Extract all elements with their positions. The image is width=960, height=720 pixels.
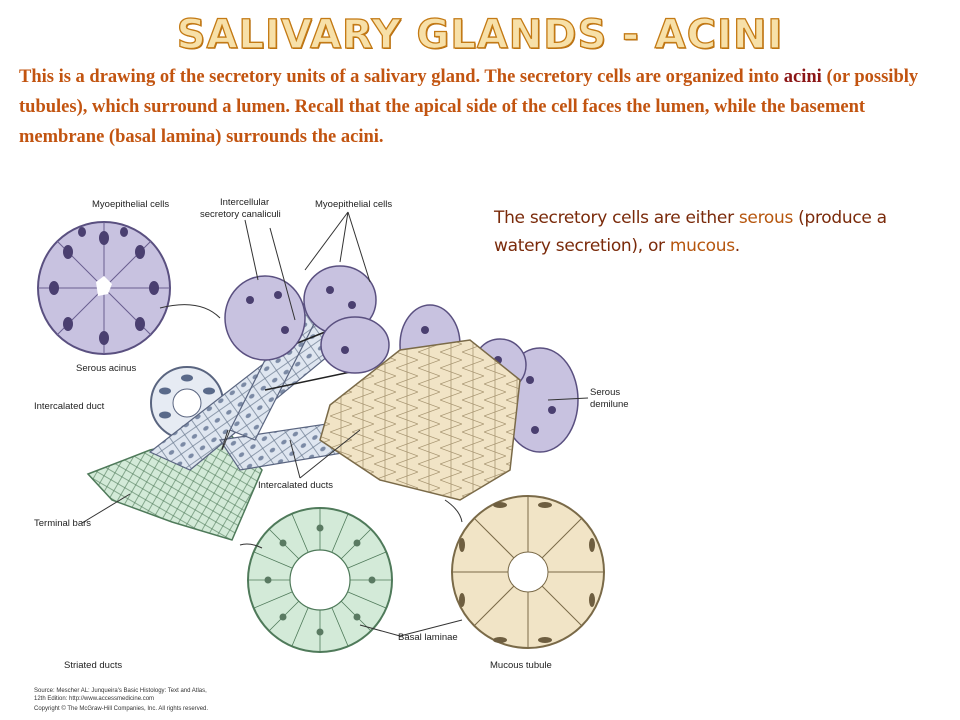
striated-duct-section <box>247 507 393 653</box>
intro-text-end: (or possibly tubules), which surround a … <box>19 67 919 147</box>
note-text-1: The secretory cells are either <box>494 208 739 228</box>
mucous-tubules <box>319 339 521 501</box>
label-intercalated-duct: Intercalated duct <box>34 401 105 412</box>
caption-copyright: Copyright © The McGraw-Hill Companies, I… <box>34 705 208 712</box>
label-intercalated-ducts: Intercalated ducts <box>258 480 333 491</box>
label-terminal-bars: Terminal bars <box>34 518 91 529</box>
note-text-2: (produce a watery secretion), or <box>494 208 887 256</box>
label-secretory-canaliculi: secretory canaliculi <box>200 209 281 220</box>
intro-highlight-acini: acini <box>783 67 822 87</box>
intro-paragraph: This is a drawing of the secretory units… <box>19 62 944 152</box>
label-striated-ducts: Striated ducts <box>64 660 122 671</box>
intro-text-start: This is a drawing of the secretory units… <box>19 67 784 87</box>
caption-edition: 12th Edition: http://www.accessmedicine.… <box>34 696 154 702</box>
caption-source: Source: Mescher AL: Junqueira's Basic Hi… <box>34 688 207 694</box>
label-serous: Serous <box>590 387 620 398</box>
mucous-tubule-section <box>451 495 605 649</box>
secretory-cells-note: The secretory cells are either serous (p… <box>494 204 944 260</box>
label-mucous-tubule: Mucous tubule <box>490 660 552 671</box>
note-text-3: . <box>734 236 740 256</box>
label-demilune: demilune <box>590 399 629 410</box>
serous-acinus <box>37 221 171 355</box>
label-myoepithelial-left: Myoepithelial cells <box>92 199 169 210</box>
label-myoepithelial-right: Myoepithelial cells <box>315 199 392 210</box>
note-mucous: mucous <box>669 236 735 256</box>
slide-title: SALIVARY GLANDS - ACINI <box>176 11 784 58</box>
note-serous: serous <box>738 208 794 228</box>
label-leader-lines <box>81 211 589 637</box>
label-basal-laminae: Basal laminae <box>398 632 458 643</box>
label-serous-acinus: Serous acinus <box>76 363 136 374</box>
label-intercellular: Intercellular <box>220 197 269 208</box>
